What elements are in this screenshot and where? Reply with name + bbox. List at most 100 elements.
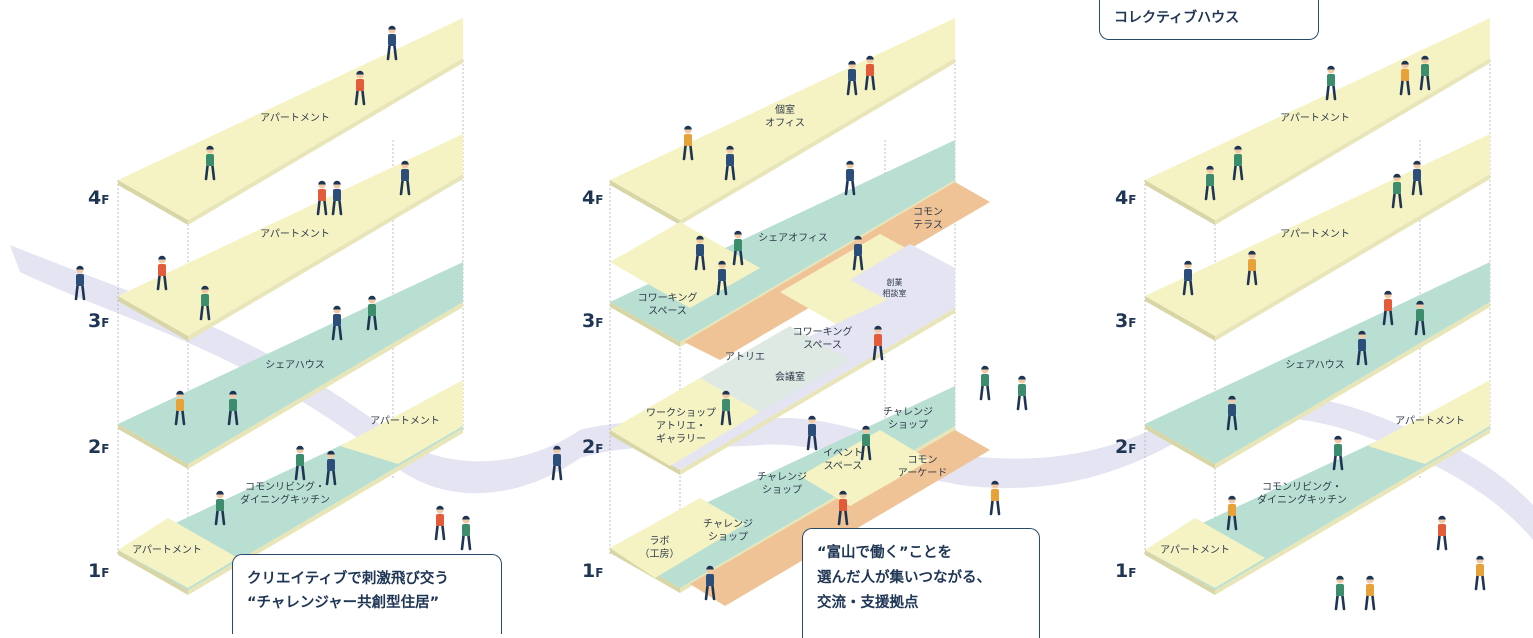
person-figure	[1246, 250, 1258, 286]
person-figure	[852, 235, 864, 271]
left-slab-4f-edge-left	[118, 296, 188, 341]
person-figure	[227, 390, 239, 426]
person-figure	[844, 160, 856, 196]
right-slab-3f-edge-right	[1215, 302, 1490, 469]
floor-label-2f-middle: 2F	[582, 436, 604, 458]
middle-slab-3f-edge-right	[680, 308, 955, 475]
left-slab-2f-edge-left	[118, 550, 188, 595]
tag-right-apartment-2f: アパートメント	[1395, 416, 1465, 427]
tag-right-apartment-top: アパートメント	[1280, 113, 1350, 124]
floor-label-4f-left: 4F	[88, 187, 110, 209]
tag-lab: ラボ （工房）	[639, 536, 680, 560]
person-figure	[1182, 260, 1194, 296]
right-slab-2f-edge-right	[1215, 428, 1490, 595]
person-figure	[716, 260, 728, 296]
person-figure	[354, 70, 366, 106]
person-figure	[872, 325, 884, 361]
tag-right-common-living: コモンリビング・ ダイニングキッチン	[1257, 482, 1347, 506]
left-slab-2f-edge-right	[188, 428, 463, 595]
floor-label-2f-left: 2F	[88, 436, 110, 458]
left-slab-roof-edge-left	[118, 180, 188, 225]
person-figure	[1414, 300, 1426, 336]
callout-residence-line2: “チャレンジャー共創型住居”	[247, 595, 440, 611]
tag-challenge-shop-top: チャレンジ ショップ	[883, 407, 933, 431]
floor-label-3f-right: 3F	[1115, 310, 1137, 332]
person-figure	[1325, 65, 1337, 101]
callout-hub-line1: “富山で働く”ことを	[817, 545, 953, 561]
person-figure	[682, 125, 694, 161]
person-figure	[74, 265, 86, 301]
right-slab-1f-apartment	[1145, 518, 1265, 588]
middle-slab-roof-edge-right	[680, 58, 955, 225]
callout-hub-line2: 選んだ人が集いつながる、	[817, 570, 991, 586]
middle-slab-4f-coworking	[610, 222, 760, 308]
tag-private-office: 個室 オフィス	[765, 105, 805, 129]
person-figure	[551, 445, 563, 481]
floor-label-1f-right: 1F	[1115, 560, 1137, 582]
person-figure	[1332, 435, 1344, 471]
person-figure	[1419, 55, 1431, 91]
floor-label-1f-middle: 1F	[582, 560, 604, 582]
person-figure	[837, 490, 849, 526]
right-slab-roof-edge-right	[1215, 58, 1490, 225]
middle-slab-startup	[850, 244, 955, 304]
tag-share-office: シェアオフィス	[758, 233, 828, 244]
isometric-buildings-diagram	[10, 18, 1533, 611]
tag-right-apartment-4f: アパートメント	[1280, 229, 1350, 240]
person-figure	[979, 365, 991, 401]
tag-coworking-mid: コワーキング スペース	[792, 327, 853, 351]
tag-atelier: アトリエ	[725, 352, 765, 363]
person-figure	[1356, 330, 1368, 366]
tag-right-apartment-1f: アパートメント	[1160, 545, 1230, 556]
person-figure	[294, 445, 306, 481]
person-figure	[386, 25, 398, 61]
floor-label-1f-left: 1F	[88, 560, 110, 582]
tag-left-common-living: コモンリビング・ ダイニングキッチン	[240, 482, 330, 506]
left-slab-roof	[118, 18, 463, 220]
person-figure	[806, 415, 818, 451]
callout-collective-label: コレクティブハウス	[1114, 10, 1240, 26]
tag-left-sharehouse: シェアハウス	[265, 360, 325, 371]
callout-residence-line1: クリエイティブで刺激飛び交う	[247, 571, 449, 587]
person-figure	[1334, 575, 1346, 611]
right-slab-roof-edge-left	[1145, 180, 1215, 225]
person-figure	[732, 230, 744, 266]
person-figure	[1382, 290, 1394, 326]
person-figure	[1436, 515, 1448, 551]
person-figure	[331, 180, 343, 216]
middle-slab-3f-edge-left	[610, 430, 680, 475]
person-figure	[399, 160, 411, 196]
tag-left-apartment-2f: アパートメント	[370, 416, 440, 427]
person-figure	[331, 305, 343, 341]
tag-challenge-shop-low: チャレンジ ショップ	[703, 519, 753, 543]
person-figure	[1226, 395, 1238, 431]
person-figure	[720, 390, 732, 426]
middle-slab-2f-event	[800, 430, 930, 506]
person-figure	[989, 480, 1001, 516]
left-slab-3f	[118, 262, 463, 464]
person-figure	[156, 255, 168, 291]
person-figure	[460, 515, 472, 551]
floor-label-2f-right: 2F	[1115, 436, 1137, 458]
person-figure	[325, 450, 337, 486]
middle-slab-3f-meeting	[700, 326, 850, 412]
floor-label-4f-middle: 4F	[582, 187, 604, 209]
callout-challenger-residence: クリエイティブで刺激飛び交う “チャレンジャー共創型住居”	[232, 554, 502, 634]
floor-label-4f-right: 4F	[1115, 187, 1137, 209]
tag-meeting-room: 会議室	[775, 372, 805, 383]
person-figure	[864, 55, 876, 91]
person-figure	[704, 565, 716, 601]
middle-slab-roof-edge-left	[610, 180, 680, 225]
tag-workshop: ワークショップ アトリエ・ ギャラリー	[646, 408, 716, 445]
person-figure	[860, 425, 872, 461]
person-figure	[1232, 145, 1244, 181]
person-figure	[1411, 160, 1423, 196]
right-slab-roof	[1145, 18, 1490, 220]
tag-common-arcade: コモン アーケード	[897, 455, 948, 479]
right-slab-4f-edge-right	[1215, 174, 1490, 341]
right-slab-3f-edge-left	[1145, 424, 1215, 469]
person-figure	[174, 390, 186, 426]
person-figure	[1016, 375, 1028, 411]
tag-right-sharehouse: シェアハウス	[1285, 360, 1345, 371]
person-figure	[694, 235, 706, 271]
